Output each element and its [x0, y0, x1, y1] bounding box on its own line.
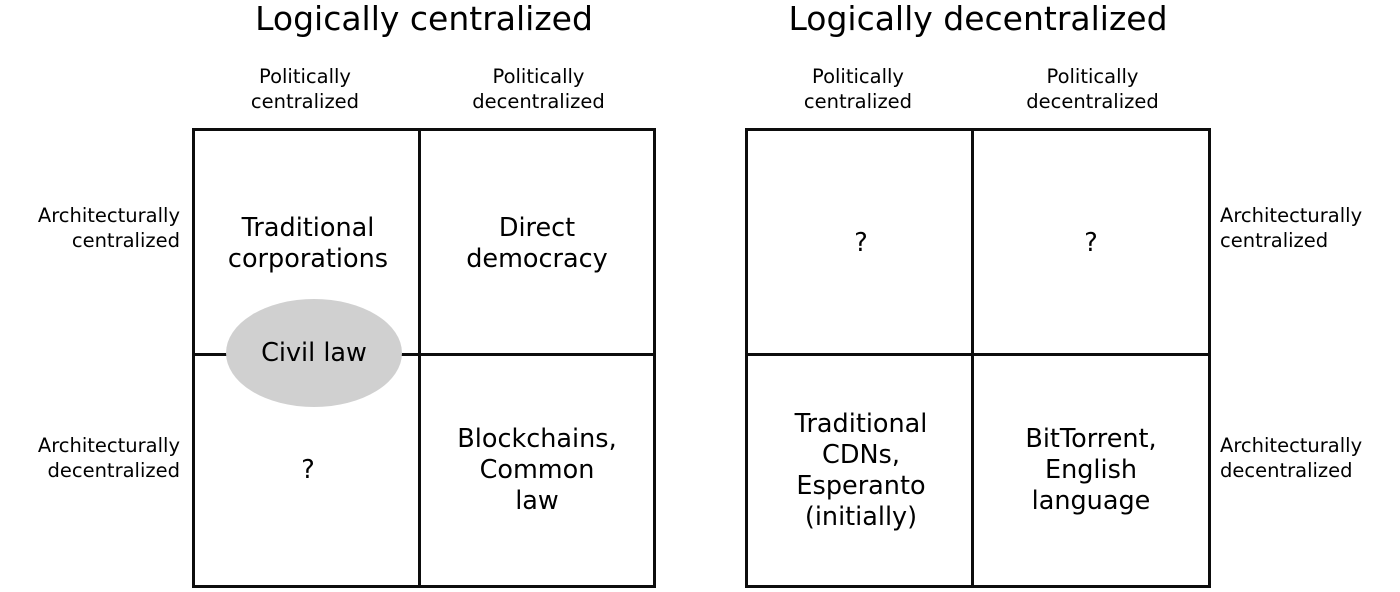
row-label-right-architecturally-centralized: Architecturally centralized: [1220, 204, 1363, 252]
group-title-right: Logically decentralized: [788, 0, 1168, 38]
cell-label: Traditional CDNs, Esperanto (initially): [794, 408, 928, 532]
column-header-left-politically-decentralized: Politically decentralized: [472, 65, 605, 113]
cell-left-bottom-right[interactable]: Blockchains, Common law: [421, 356, 653, 585]
matrix-logically-decentralized: ? ? Traditional CDNs, Esperanto (initial…: [745, 128, 1211, 588]
highlight-ellipse-label: Civil law: [261, 337, 367, 368]
cell-label: ?: [301, 455, 315, 485]
group-title-left: Logically centralized: [255, 0, 593, 38]
cell-left-top-left[interactable]: Traditional corporations: [195, 131, 421, 356]
row-label-left-architecturally-centralized: Architecturally centralized: [37, 204, 180, 252]
highlight-ellipse-civil-law[interactable]: Civil law: [226, 299, 402, 407]
cell-label: BitTorrent, English language: [1025, 424, 1157, 516]
cell-right-bottom-right[interactable]: BitTorrent, English language: [974, 356, 1208, 585]
cell-label: ?: [854, 228, 868, 258]
cell-label: Direct democracy: [466, 212, 608, 274]
column-header-left-politically-centralized: Politically centralized: [250, 65, 360, 113]
cell-label: Traditional corporations: [227, 212, 389, 274]
cell-label: Blockchains, Common law: [457, 424, 617, 516]
column-header-right-politically-decentralized: Politically decentralized: [1026, 65, 1159, 113]
matrix-vertical-divider: [418, 131, 421, 585]
matrix-horizontal-divider: [748, 353, 1208, 356]
cell-left-bottom-left[interactable]: ?: [195, 356, 421, 585]
matrix-vertical-divider: [971, 131, 974, 585]
matrix-horizontal-divider: [195, 353, 653, 356]
cell-left-top-right[interactable]: Direct democracy: [421, 131, 653, 356]
row-label-right-architecturally-decentralized: Architecturally decentralized: [1220, 434, 1363, 482]
row-label-left-architecturally-decentralized: Architecturally decentralized: [37, 434, 180, 482]
cell-label: ?: [1084, 228, 1098, 258]
cell-right-top-right[interactable]: ?: [974, 131, 1208, 356]
cell-right-top-left[interactable]: ?: [748, 131, 974, 356]
cell-right-bottom-left[interactable]: Traditional CDNs, Esperanto (initially): [748, 356, 974, 585]
column-header-right-politically-centralized: Politically centralized: [803, 65, 913, 113]
